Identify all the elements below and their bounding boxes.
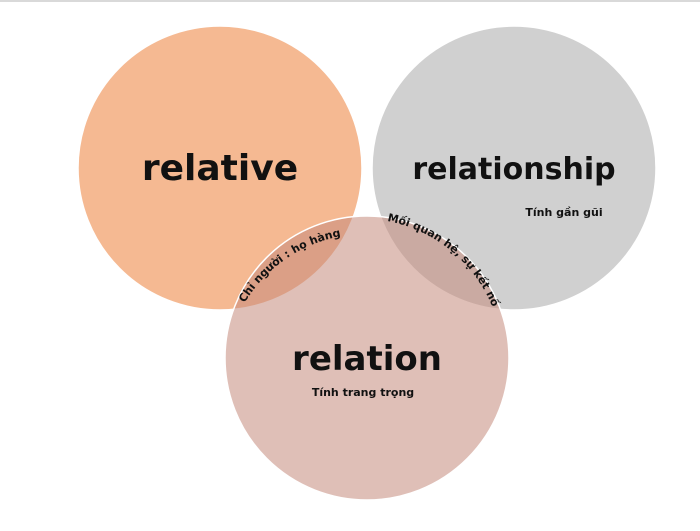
- top-divider: [0, 0, 700, 2]
- label-relation: relation: [292, 339, 442, 379]
- note-relationship: Tính gần gũi: [525, 206, 602, 219]
- label-relative: relative: [142, 148, 298, 189]
- label-relationship: relationship: [412, 152, 615, 187]
- circle-relation: [224, 215, 510, 501]
- note-relation: Tính trang trọng: [312, 386, 414, 399]
